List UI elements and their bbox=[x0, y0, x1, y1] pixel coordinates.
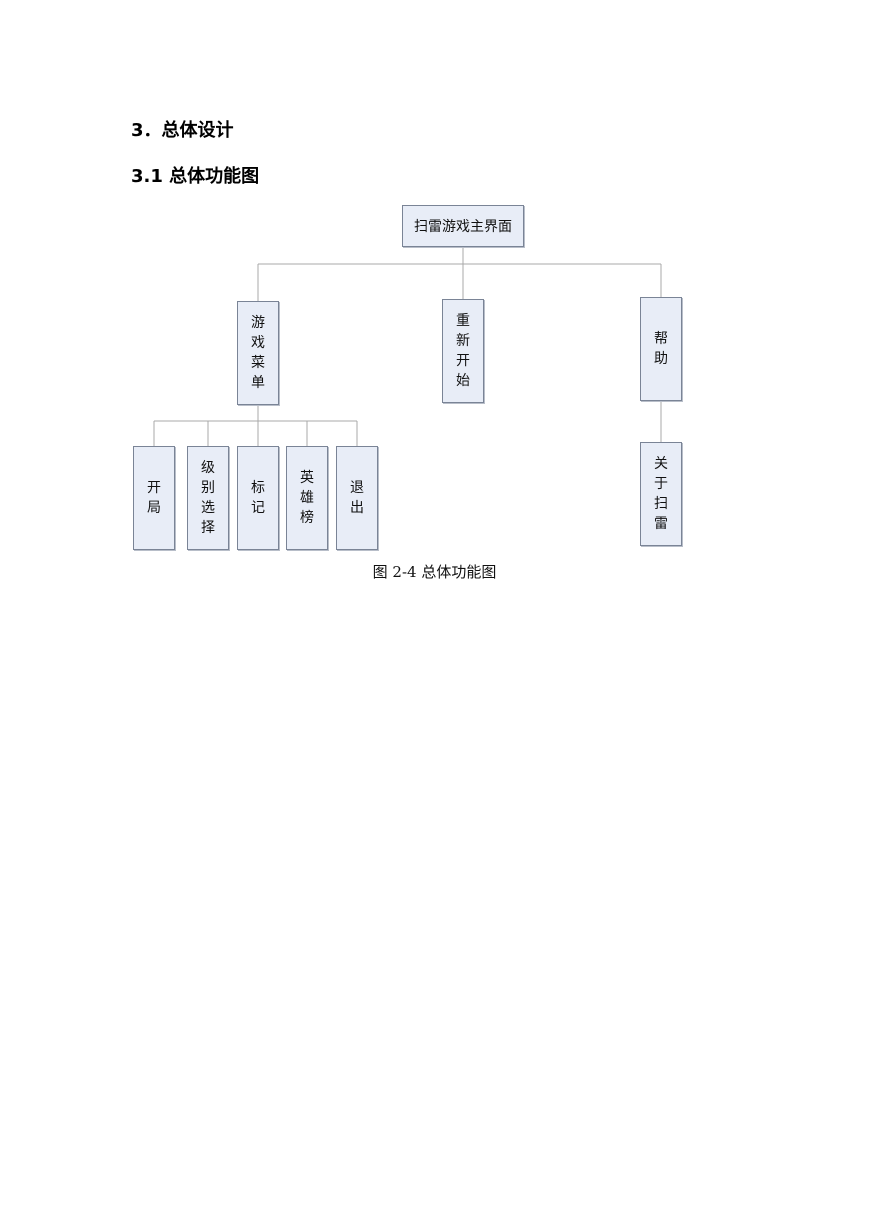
node-restart: 重新开始 bbox=[442, 299, 484, 403]
node-menu-item: 英雄榜 bbox=[286, 446, 328, 550]
node-label: 关于扫雷 bbox=[653, 456, 668, 532]
function-diagram-connectors bbox=[153, 247, 662, 446]
node-game-menu: 游戏菜单 bbox=[237, 301, 279, 405]
node-label: 英雄榜 bbox=[299, 470, 314, 526]
subsection-heading: 3.1 总体功能图 bbox=[131, 166, 260, 187]
node-menu-item: 退出 bbox=[336, 446, 378, 550]
node-help-item: 关于扫雷 bbox=[640, 442, 682, 546]
node-help: 帮助 bbox=[640, 297, 682, 401]
node-label: 级别选择 bbox=[200, 460, 215, 536]
node-label: 开局 bbox=[146, 480, 161, 516]
node-label: 标记 bbox=[250, 480, 265, 516]
node-root: 扫雷游戏主界面 bbox=[402, 205, 524, 247]
node-label: 游戏菜单 bbox=[250, 315, 265, 391]
node-menu-item: 标记 bbox=[237, 446, 279, 550]
node-label: 帮助 bbox=[653, 331, 668, 367]
node-label: 扫雷游戏主界面 bbox=[414, 219, 512, 235]
section-heading: 3．总体设计 bbox=[131, 120, 234, 141]
node-label: 退出 bbox=[349, 480, 364, 516]
node-label: 重新开始 bbox=[455, 313, 470, 389]
figure-caption: 图 2-4 总体功能图 bbox=[372, 563, 497, 581]
node-menu-item: 开局 bbox=[133, 446, 175, 550]
node-menu-item: 级别选择 bbox=[187, 446, 229, 550]
